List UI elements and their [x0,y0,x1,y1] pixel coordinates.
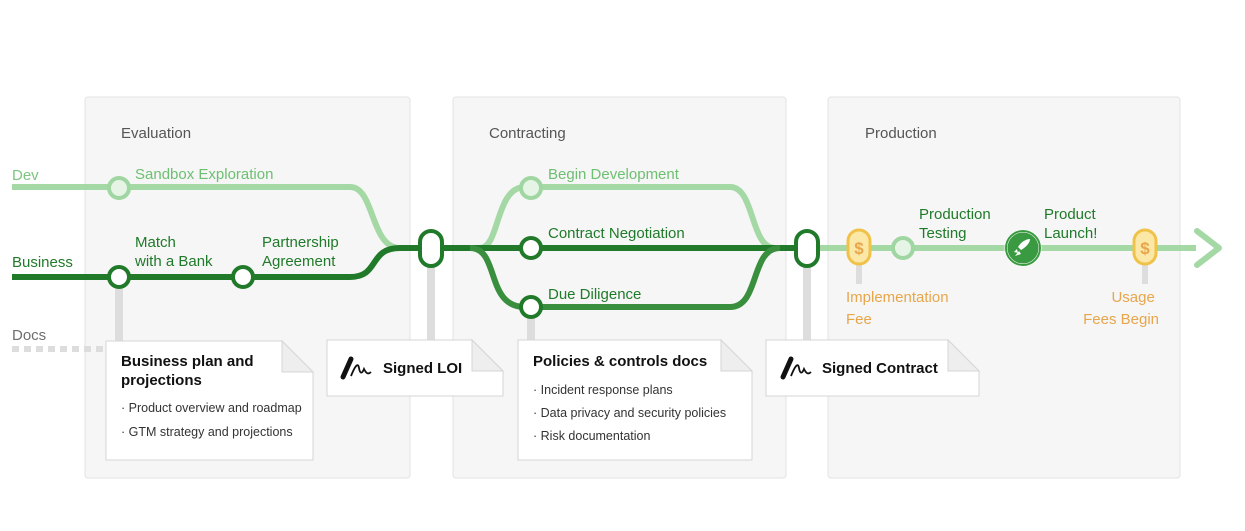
step-begin-development: Begin Development [548,166,680,183]
doc-policies-title: Policies & controls docs [533,353,707,370]
svg-text:$: $ [1140,239,1150,258]
step-due-diligence: Due Diligence [548,286,641,303]
node-loi-gate [418,229,444,268]
phase-title-contracting: Contracting [489,125,566,142]
dollar-icon: $ [1132,228,1158,266]
doc-policies-item: · Data privacy and security policies [533,406,726,420]
node-due-diligence [519,295,543,319]
doc-connectors [115,264,1148,342]
dollar-icon: $ [846,228,872,266]
step-production-testing: Production Testing [919,206,995,242]
node-begin-development [519,176,543,200]
step-partnership-agreement: Partnership Agreement [262,234,343,270]
node-partnership-agreement [231,265,255,289]
svg-text:$: $ [854,239,864,258]
doc-signed-contract-title: Signed Contract [822,360,938,377]
step-match-bank: Match with a Bank [134,234,213,270]
doc-signed-loi-title: Signed LOI [383,360,462,377]
doc-signed-loi: Signed LOI [326,338,505,397]
doc-signed-contract: Signed Contract [765,338,981,397]
pen-signature-icon [780,356,812,380]
rocket-icon [1004,229,1042,267]
doc-business-plan-item: · Product overview and roadmap [121,401,302,415]
lane-label-dev: Dev [12,167,39,184]
node-contract-gate [794,229,820,268]
pen-signature-icon [340,356,372,380]
doc-policies-item: · Risk documentation [533,429,650,443]
node-production-testing [891,236,915,260]
step-usage-fees: Usage Fees Begin [1083,289,1159,328]
doc-business-plan-title: Business plan and projections [121,353,258,389]
doc-business-plan-item: · GTM strategy and projections [121,425,293,439]
step-sandbox-exploration: Sandbox Exploration [135,166,273,183]
step-implementation-fee: Implementation Fee [846,289,953,328]
lane-label-business: Business [12,254,73,271]
begin-development-branch [479,184,795,251]
node-sandbox-exploration [107,176,131,200]
lane-label-docs: Docs [12,327,46,344]
doc-policies-item: · Incident response plans [533,383,673,397]
step-product-launch: Product Launch! [1044,206,1100,242]
phase-title-production: Production [865,125,937,142]
node-contract-negotiation [519,236,543,260]
step-contract-negotiation: Contract Negotiation [548,225,685,242]
milestones [107,176,915,319]
phase-panel-production [827,96,1181,479]
phase-title-evaluation: Evaluation [121,125,191,142]
doc-business-plan: Business plan and projections · Product … [105,339,315,461]
arrow-right-icon [1194,228,1222,268]
doc-policies: Policies & controls docs · Incident resp… [517,338,754,461]
business-lane-line [12,245,795,280]
node-match-bank [107,265,131,289]
